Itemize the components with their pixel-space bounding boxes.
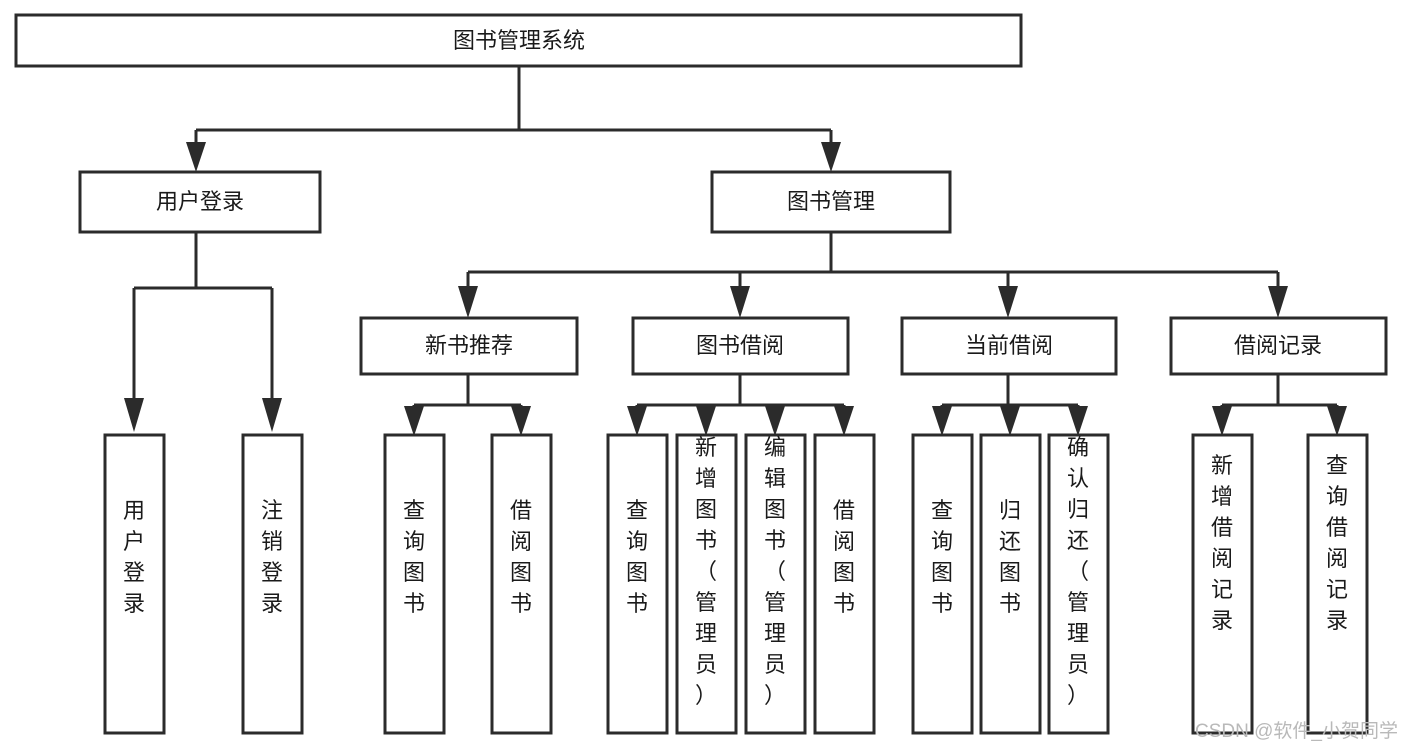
leaf-current-borrow-1-box[interactable] [911, 433, 974, 735]
node-new-book-recommend-box[interactable] [359, 316, 579, 376]
leaf-recommend-2[interactable]: 借阅图书 [490, 433, 553, 735]
leaf-borrow-record-1-label: 新增借阅记录 [1211, 453, 1233, 633]
leaf-current-borrow-2-label: 归还图书 [999, 498, 1021, 616]
leaf-book-borrow-4-box[interactable] [813, 433, 876, 735]
arrow-root-to-login [186, 142, 206, 172]
arrow-bookmgmt-child-3 [998, 286, 1018, 318]
leaf-borrow-record-2-box[interactable] [1306, 433, 1369, 735]
leaf-borrow-record-2-label: 查询借阅记录 [1326, 453, 1348, 633]
arrow-recommend-leaf-2 [511, 406, 531, 436]
node-borrow-record-label: 借阅记录 [1234, 333, 1322, 358]
leaf-user-login-1-box[interactable] [103, 433, 166, 735]
arrow-borrow-leaf-4 [834, 406, 854, 436]
leaf-current-borrow-1-label: 查询图书 [931, 498, 953, 616]
arrow-borrow-leaf-2 [696, 406, 716, 436]
leaf-current-borrow-1[interactable]: 查询图书 [911, 433, 974, 735]
leaf-recommend-2-label: 借阅图书 [510, 498, 532, 616]
arrow-current-leaf-1 [932, 406, 952, 436]
leaf-book-borrow-1-label: 查询图书 [626, 498, 648, 616]
leaf-book-borrow-2-box[interactable] [675, 433, 738, 735]
leaf-borrow-record-1[interactable]: 新增借阅记录 [1191, 433, 1254, 735]
node-book-management-label: 图书管理 [787, 189, 875, 214]
arrow-login-child-2 [262, 398, 282, 432]
node-book-management[interactable]: 图书管理 [710, 170, 952, 234]
node-current-borrow-label: 当前借阅 [965, 333, 1053, 358]
arrow-current-leaf-2 [1000, 406, 1020, 436]
leaf-book-borrow-1-box[interactable] [606, 433, 669, 735]
leaf-user-login-1-label: 用户登录 [123, 498, 145, 616]
arrow-current-leaf-3 [1068, 406, 1088, 436]
arrow-borrow-leaf-1 [627, 406, 647, 436]
leaf-recommend-1[interactable]: 查询图书 [383, 433, 446, 735]
node-root-system[interactable]: 图书管理系统 [14, 13, 1023, 68]
arrow-record-leaf-1 [1212, 406, 1232, 436]
node-new-book-recommend-label: 新书推荐 [425, 333, 513, 358]
leaf-current-borrow-2-box[interactable] [979, 433, 1042, 735]
leaf-book-borrow-3[interactable]: 编辑图书（管理员） [744, 433, 807, 735]
leaf-recommend-2-box[interactable] [490, 433, 553, 735]
leaf-book-borrow-2-label: 新增图书（管理员） [695, 435, 717, 708]
node-book-borrow[interactable]: 图书借阅 [631, 316, 850, 376]
leaf-current-borrow-2[interactable]: 归还图书 [979, 433, 1042, 735]
leaf-user-login-1[interactable]: 用户登录 [103, 433, 166, 735]
arrow-recommend-leaf-1 [404, 406, 424, 436]
arrow-bookmgmt-child-2 [730, 286, 750, 318]
leaf-book-borrow-1[interactable]: 查询图书 [606, 433, 669, 735]
leaf-current-borrow-3-label: 确认归还（管理员） [1067, 435, 1089, 708]
leaf-current-borrow-3[interactable]: 确认归还（管理员） [1047, 433, 1110, 735]
csdn-watermark: CSDN @软件_小贺同学 [1195, 720, 1398, 742]
arrow-root-to-bookmgmt [821, 142, 841, 172]
leaf-borrow-record-1-box[interactable] [1191, 433, 1254, 735]
leaf-book-borrow-2[interactable]: 新增图书（管理员） [675, 433, 738, 735]
node-user-login-label: 用户登录 [156, 189, 244, 214]
node-root-label: 图书管理系统 [453, 28, 585, 53]
connector-layer [124, 66, 1347, 436]
node-borrow-record-box[interactable] [1169, 316, 1388, 376]
node-book-borrow-label: 图书借阅 [696, 333, 784, 358]
arrow-borrow-leaf-3 [765, 406, 785, 436]
leaf-user-login-2-box[interactable] [241, 433, 304, 735]
node-current-borrow[interactable]: 当前借阅 [900, 316, 1118, 376]
arrow-record-leaf-2 [1327, 406, 1347, 436]
leaf-book-borrow-4-label: 借阅图书 [833, 498, 855, 616]
node-current-borrow-box[interactable] [900, 316, 1118, 376]
leaf-user-login-2-label: 注销登录 [261, 498, 283, 616]
arrow-bookmgmt-child-4 [1268, 286, 1288, 318]
leaf-current-borrow-3-box[interactable] [1047, 433, 1110, 735]
leaf-book-borrow-3-box[interactable] [744, 433, 807, 735]
node-book-management-box[interactable] [710, 170, 952, 234]
node-new-book-recommend[interactable]: 新书推荐 [359, 316, 579, 376]
leaf-user-login-2[interactable]: 注销登录 [241, 433, 304, 735]
leaf-book-borrow-3-label: 编辑图书（管理员） [764, 435, 786, 708]
arrow-bookmgmt-child-1 [458, 286, 478, 318]
arrow-login-child-1 [124, 398, 144, 432]
node-user-login[interactable]: 用户登录 [78, 170, 322, 234]
node-book-borrow-box[interactable] [631, 316, 850, 376]
node-user-login-box[interactable] [78, 170, 322, 234]
leaf-borrow-record-2[interactable]: 查询借阅记录 [1306, 433, 1369, 735]
node-borrow-record[interactable]: 借阅记录 [1169, 316, 1388, 376]
leaf-book-borrow-4[interactable]: 借阅图书 [813, 433, 876, 735]
leaf-recommend-1-label: 查询图书 [403, 498, 425, 616]
leaf-recommend-1-box[interactable] [383, 433, 446, 735]
node-root-box[interactable] [14, 13, 1023, 68]
